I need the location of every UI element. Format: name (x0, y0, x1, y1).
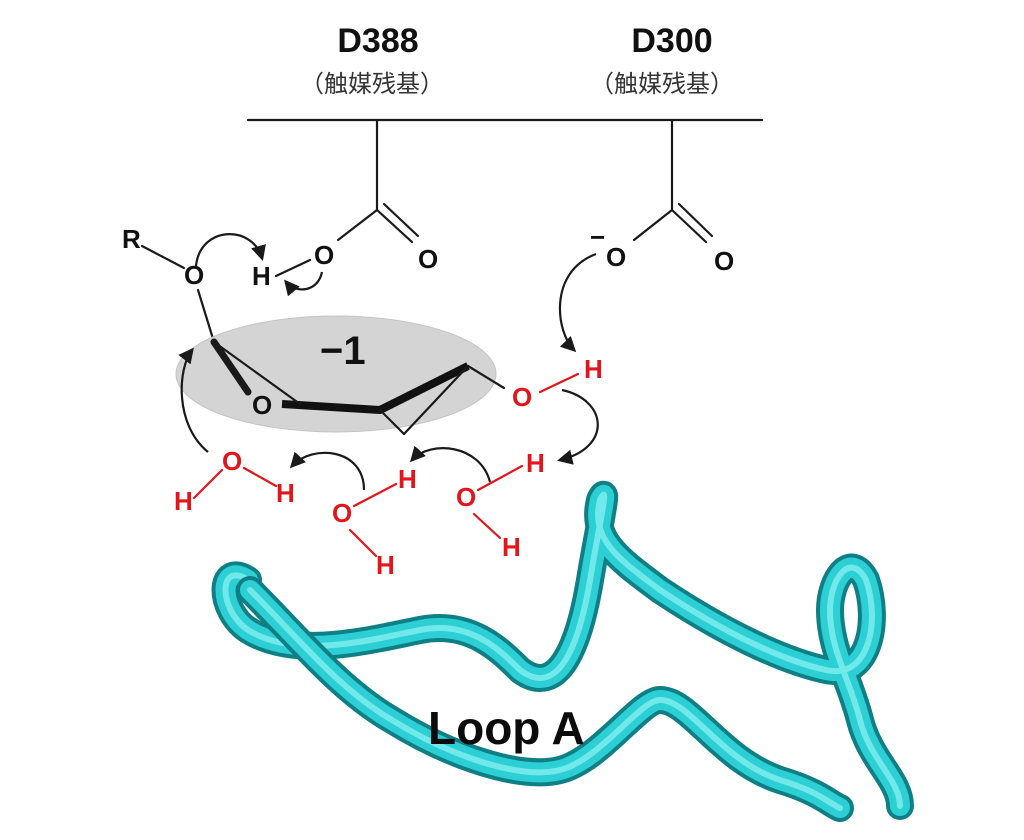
d300-carboxylate: O − O (590, 202, 734, 276)
w3-h-bottom: H (502, 532, 521, 562)
water-3: O H H (456, 448, 545, 562)
residue-d388-role: （触媒残基） (300, 70, 444, 98)
d300-o-minus: O (606, 242, 626, 272)
w2-h-bottom: H (376, 550, 395, 580)
w3-o: O (456, 482, 476, 512)
electron-arrows (178, 233, 599, 491)
hydroxyl-6: O H (512, 354, 603, 412)
backbone (246, 118, 764, 212)
r-group: R (122, 224, 141, 254)
glycosidic-o: O (184, 260, 204, 290)
subsite-label: −1 (320, 329, 366, 373)
subsite-minus1-ellipse (175, 315, 497, 433)
w1-h-left: H (174, 486, 193, 516)
d300-minus-sign: − (590, 222, 605, 252)
residue-d388-label: D388 (337, 22, 418, 60)
aglycone-group: R O (122, 224, 216, 344)
d388-o-hydroxyl: O (314, 240, 334, 270)
residue-d300-label: D300 (631, 22, 712, 60)
w2-h-top: H (398, 464, 417, 494)
sugar-ring: O (210, 338, 506, 436)
h6: H (584, 354, 603, 384)
w3-h-top: H (526, 448, 545, 478)
loop-a-tube (211, 480, 914, 822)
w1-o: O (222, 446, 242, 476)
d388-o-carbonyl: O (418, 244, 438, 274)
loop-a-label: Loop A (428, 702, 585, 754)
ring-o: O (252, 390, 272, 420)
residue-d300-role: （触媒残基） (590, 70, 734, 98)
water-1: O H H (174, 446, 295, 516)
water-2: O H H (332, 464, 417, 580)
w1-h-right: H (276, 478, 295, 508)
d388-h: H (252, 261, 271, 291)
d388-carboxyl: O O H (252, 202, 438, 291)
o6: O (512, 382, 532, 412)
d300-o-carbonyl: O (714, 246, 734, 276)
w2-o: O (332, 498, 352, 528)
